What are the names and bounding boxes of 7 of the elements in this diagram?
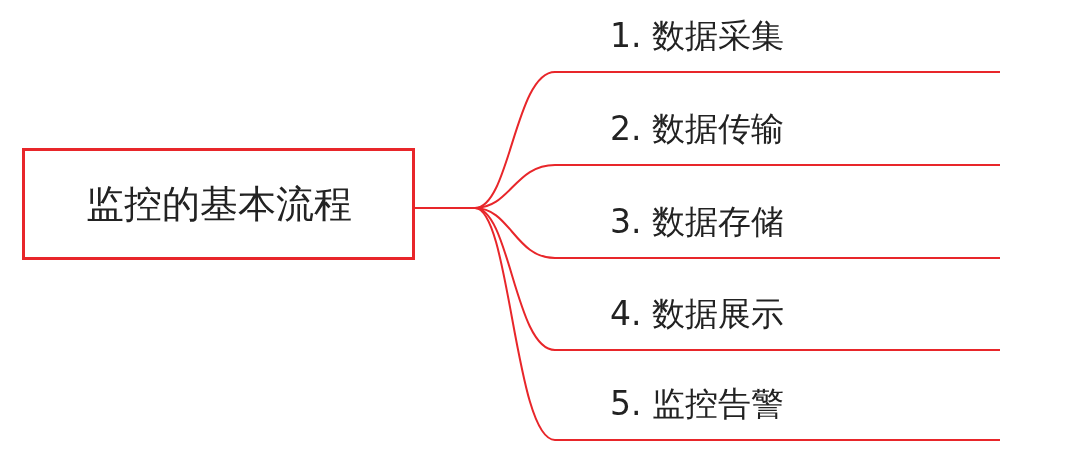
branch-label: 2. 数据传输 [610,108,784,150]
branch-label: 3. 数据存储 [610,201,784,243]
branch-label: 5. 监控告警 [610,383,784,425]
connector [414,207,556,441]
branch-label: 4. 数据展示 [610,293,784,335]
topic-box: 监控的基本流程 [22,148,415,260]
branch-label: 1. 数据采集 [610,15,784,57]
